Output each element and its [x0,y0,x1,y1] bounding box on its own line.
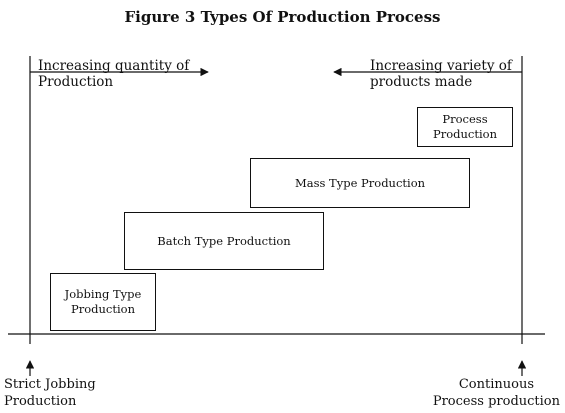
batch-production-box: Batch Type Production [124,212,324,270]
process-production-box: Process Production [417,107,513,147]
figure-title: Figure 3 Types Of Production Process [124,8,441,26]
strict-jobbing-label: Strict Jobbing Production [4,377,96,409]
jobbing-production-box: Jobbing Type Production [50,273,156,331]
mass-production-box: Mass Type Production [250,158,470,208]
quantity-arrow-label: Increasing quantity of Production [38,58,190,90]
variety-arrow-label: Increasing variety of products made [370,58,512,90]
continuous-process-label: Continuous Process production [432,377,560,409]
